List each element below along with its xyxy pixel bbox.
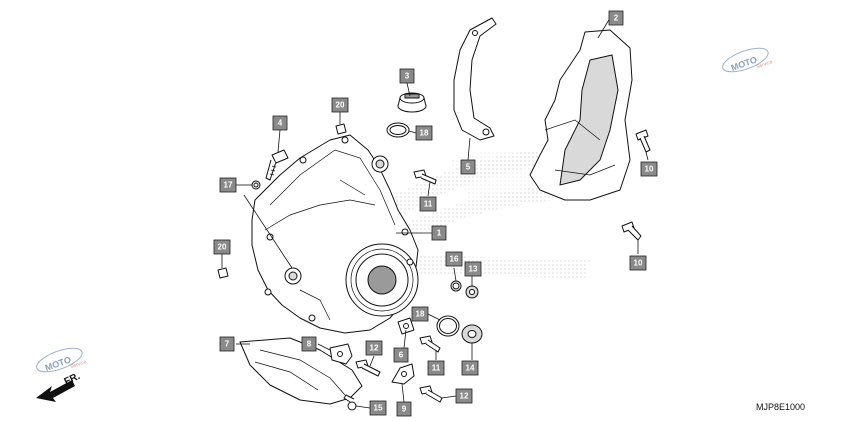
svg-text:20: 20 [218, 243, 227, 252]
svg-text:5: 5 [466, 163, 471, 172]
svg-text:16: 16 [450, 255, 459, 264]
diagram-reference-code: MJP8E1000 [756, 402, 806, 412]
part-1-left-crankcase-cover [251, 134, 419, 334]
callout-16: 16 [445, 251, 463, 267]
callout-12-lower: 12 [455, 388, 473, 404]
svg-text:20: 20 [336, 101, 345, 110]
callout-17: 17 [219, 177, 237, 193]
svg-text:2: 2 [614, 14, 619, 23]
svg-text:6: 6 [399, 351, 404, 360]
part-20-dowel-pin-lower [217, 267, 229, 279]
callout-2: 2 [608, 10, 624, 26]
watermark-logo-bottom-left: MOTO Service [36, 347, 88, 373]
part-3-oil-filler-cap [397, 92, 427, 113]
part-12-bolt-lower [419, 385, 443, 403]
leader-lines [221, 17, 649, 409]
part-16-o-ring [450, 280, 462, 292]
part-18-o-ring-upper [386, 122, 410, 138]
callout-11-lower: 11 [427, 360, 445, 376]
svg-text:3: 3 [405, 72, 410, 81]
callout-10-lower: 10 [629, 255, 647, 271]
part-12-bolt-upper [355, 359, 381, 377]
part-2-sprocket-cover [529, 29, 633, 201]
svg-text:12: 12 [370, 344, 379, 353]
callout-5: 5 [460, 159, 476, 175]
svg-text:9: 9 [402, 405, 407, 414]
svg-text:14: 14 [466, 364, 475, 373]
part-8-bracket [329, 343, 353, 365]
svg-text:18: 18 [416, 310, 425, 319]
callout-10-upper: 10 [640, 161, 658, 177]
part-14-cap [461, 324, 483, 344]
svg-text:7: 7 [225, 340, 230, 349]
svg-text:8: 8 [307, 340, 312, 349]
svg-text:17: 17 [224, 181, 233, 190]
svg-text:11: 11 [424, 200, 433, 209]
callout-6: 6 [393, 347, 409, 363]
watermark-subtext: Service [70, 359, 88, 370]
callout-20-lower: 20 [213, 239, 231, 255]
part-9-clamp [391, 363, 415, 385]
svg-text:18: 18 [420, 129, 429, 138]
callout-11-upper: 11 [419, 196, 437, 212]
svg-text:10: 10 [634, 259, 643, 268]
part-18-o-ring-lower [436, 315, 460, 337]
callout-14: 14 [461, 360, 479, 376]
callout-9: 9 [396, 401, 412, 417]
callout-3: 3 [399, 68, 415, 84]
part-15-bolt [343, 394, 357, 411]
part-11-bolt-lower [419, 335, 441, 353]
svg-text:12: 12 [460, 392, 469, 401]
part-20-dowel-pin-upper [335, 123, 347, 135]
callout-12-upper: 12 [365, 340, 383, 356]
svg-text:10: 10 [645, 165, 654, 174]
svg-text:1: 1 [437, 229, 442, 238]
callout-1: 1 [431, 225, 447, 241]
front-direction-arrow: FR. [36, 371, 82, 402]
callout-18-lower: 18 [411, 306, 429, 322]
callout-7: 7 [219, 336, 235, 352]
part-10-bolt-lower [621, 221, 642, 241]
svg-text:13: 13 [469, 265, 478, 274]
part-17-o-ring [251, 180, 261, 190]
watermark-logo-top-right: MOTO Service [722, 47, 774, 73]
part-13-washer [465, 285, 479, 299]
callout-15: 15 [369, 400, 387, 416]
part-11-bolt-upper [413, 169, 437, 185]
callout-18-upper: 18 [415, 125, 433, 141]
part-4-plug-bolt [265, 149, 289, 181]
svg-text:15: 15 [374, 404, 383, 413]
callout-4: 4 [272, 115, 288, 131]
svg-text:4: 4 [278, 119, 283, 128]
front-direction-label: FR. [63, 371, 82, 388]
callout-20-upper: 20 [331, 97, 349, 113]
callout-13: 13 [464, 261, 482, 277]
callout-8: 8 [301, 336, 317, 352]
part-5-guide-bracket [453, 17, 497, 141]
svg-text:11: 11 [432, 364, 441, 373]
part-6-small-bracket [397, 317, 415, 335]
part-10-bolt-upper [635, 129, 651, 153]
watermark-subtext: Service [756, 59, 774, 70]
